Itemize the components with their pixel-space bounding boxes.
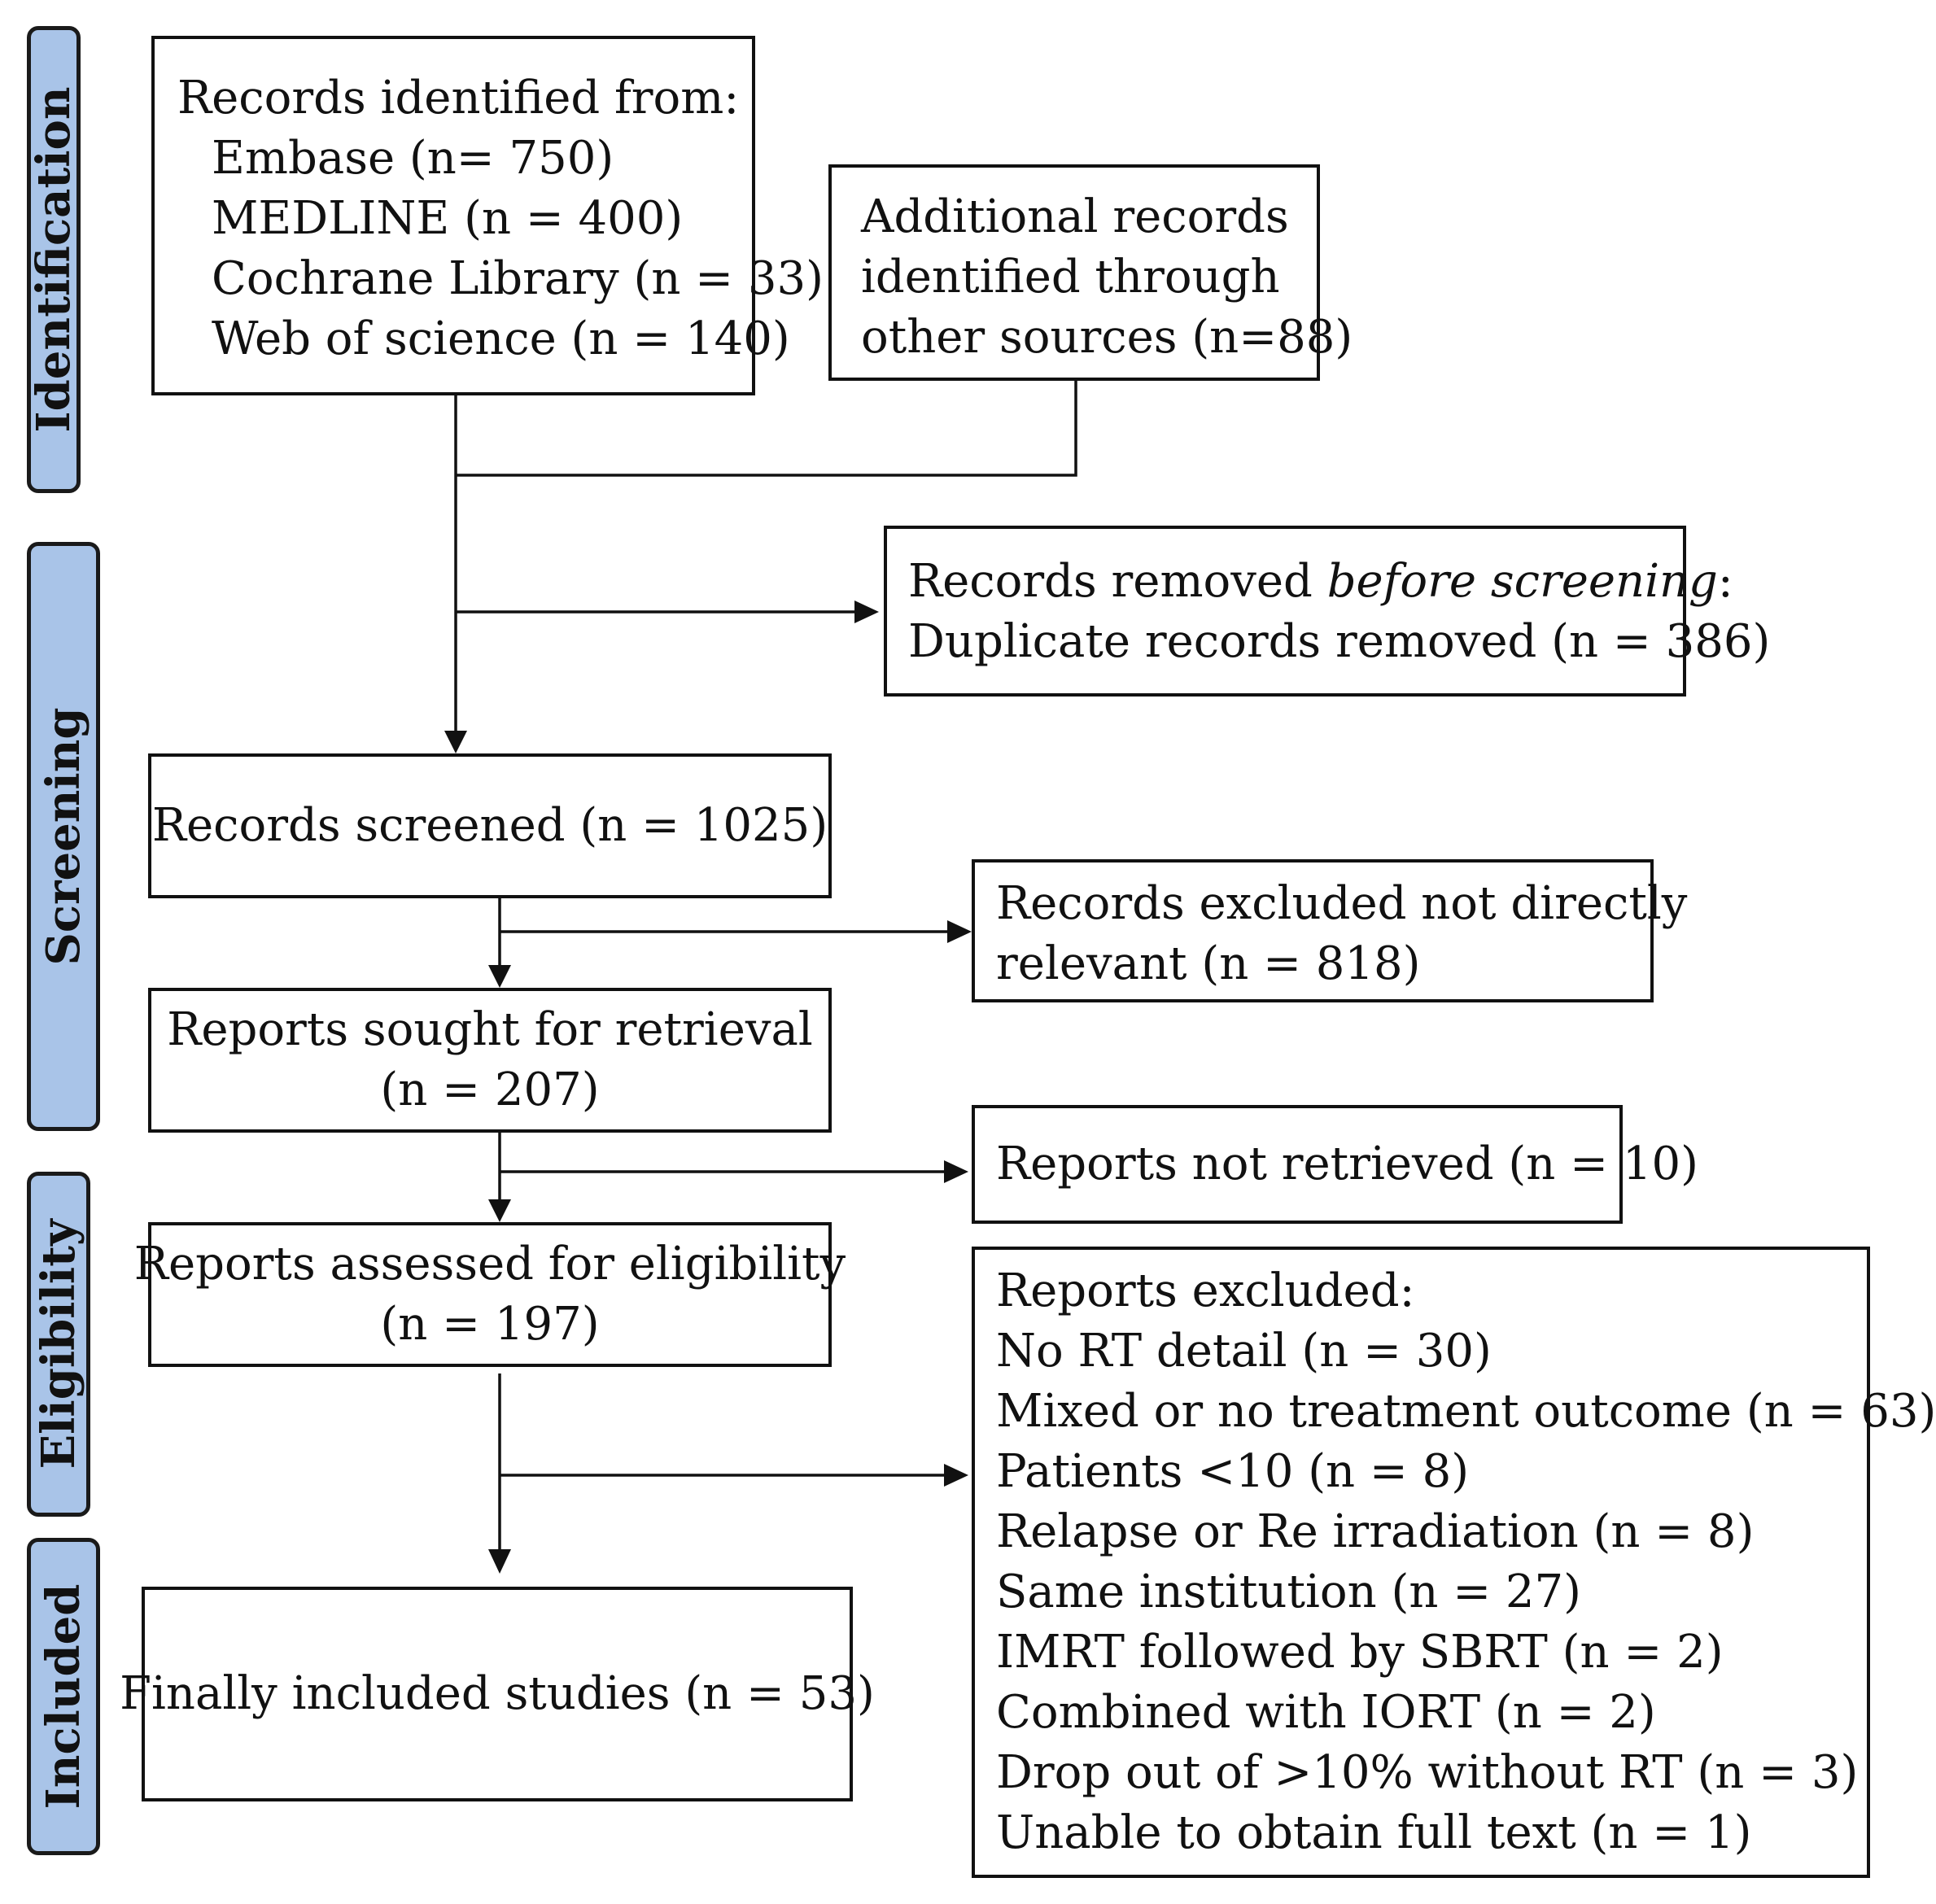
connector-additional-records (456, 379, 1077, 477)
excluded-reason-iort: Combined with IORT (n = 2) (996, 1686, 1656, 1739)
records-excluded-line-1: Records excluded not directly (996, 877, 1688, 930)
records-removed-suffix: : (1717, 555, 1733, 608)
excluded-reason-relapse: Relapse or Re irradiation (n = 8) (996, 1505, 1755, 1558)
arrowhead-included (488, 1549, 511, 1574)
records-excluded-line-2: relevant (n = 818) (996, 937, 1421, 990)
additional-records-box: Additional records identified through ot… (828, 164, 1353, 381)
stage-eligibility-label: Eligibility (32, 1219, 85, 1469)
prisma-flow-diagram: Identification Screening Eligibility Inc… (27, 26, 1936, 1878)
source-cochrane: Cochrane Library (n = 33) (212, 252, 824, 305)
stage-screening: Screening (27, 542, 100, 1131)
stage-eligibility: Eligibility (27, 1172, 90, 1517)
reports-excluded-box: Reports excluded: No RT detail (n = 30) … (972, 1247, 1936, 1878)
records-removed-line-2: Duplicate records removed (n = 386) (908, 615, 1771, 668)
reports-sought-line-2: (n = 207) (380, 1063, 600, 1116)
excluded-reason-no-rt-detail: No RT detail (n = 30) (996, 1325, 1492, 1378)
excluded-reason-drop-out: Drop out of >10% without RT (n = 3) (996, 1746, 1859, 1799)
records-screened-text: Records screened (n = 1025) (151, 799, 828, 852)
arrowhead-screened (444, 731, 467, 753)
source-embase: Embase (n= 750) (212, 132, 614, 185)
arrowhead-records-removed (854, 600, 879, 623)
arrowhead-sought (488, 965, 511, 988)
additional-records-line-3: other sources (n=88) (861, 311, 1353, 364)
records-removed-emphasis: before screening (1326, 555, 1718, 608)
records-removed-prefix: Records removed (908, 555, 1327, 608)
reports-not-retrieved-text: Reports not retrieved (n = 10) (996, 1138, 1698, 1190)
additional-records-line-2: identified through (861, 251, 1280, 304)
reports-sought-box: Reports sought for retrieval (n = 207) (148, 988, 832, 1133)
reports-assessed-box: Reports assessed for eligibility (n = 19… (134, 1222, 846, 1367)
arrowhead-not-retrieved (944, 1160, 968, 1183)
reports-not-retrieved-box: Reports not retrieved (n = 10) (972, 1105, 1698, 1224)
flow-connectors (444, 379, 1077, 1574)
excluded-reason-no-full-text: Unable to obtain full text (n = 1) (996, 1806, 1752, 1859)
arrowhead-assessed (488, 1199, 511, 1222)
reports-excluded-heading: Reports excluded: (996, 1264, 1415, 1317)
excluded-reason-same-institution: Same institution (n = 27) (996, 1566, 1582, 1618)
records-removed-box: Records removed before screening: Duplic… (884, 526, 1771, 697)
stage-identification-label: Identification (27, 86, 81, 433)
source-medline: MEDLINE (n = 400) (212, 192, 684, 245)
included-studies-text: Finally included studies (n = 53) (120, 1667, 875, 1720)
arrowhead-reports-excluded (944, 1464, 968, 1487)
stage-included-label: Included (37, 1583, 90, 1810)
source-web-of-science: Web of science (n = 140) (212, 312, 790, 365)
reports-assessed-line-2: (n = 197) (380, 1298, 600, 1351)
records-excluded-box: Records excluded not directly relevant (… (972, 859, 1688, 1002)
records-identified-box: Records identified from: Embase (n= 750)… (151, 36, 824, 395)
stage-screening-label: Screening (37, 707, 90, 966)
reports-sought-line-1: Reports sought for retrieval (167, 1003, 813, 1056)
included-studies-box: Finally included studies (n = 53) (120, 1587, 875, 1801)
stage-included: Included (27, 1538, 100, 1855)
excluded-reason-mixed-outcome: Mixed or no treatment outcome (n = 63) (996, 1385, 1936, 1438)
reports-assessed-line-1: Reports assessed for eligibility (133, 1238, 846, 1290)
records-removed-line-1: Records removed before screening: (908, 552, 1733, 612)
excluded-reason-imrt-sbrt: IMRT followed by SBRT (n = 2) (996, 1626, 1724, 1679)
arrowhead-records-excluded (947, 920, 972, 943)
additional-records-line-1: Additional records (861, 190, 1289, 243)
records-screened-box: Records screened (n = 1025) (148, 753, 832, 898)
stage-identification: Identification (27, 26, 81, 493)
excluded-reason-patients-under-10: Patients <10 (n = 8) (996, 1445, 1470, 1498)
records-identified-heading: Records identified from: (177, 72, 740, 124)
